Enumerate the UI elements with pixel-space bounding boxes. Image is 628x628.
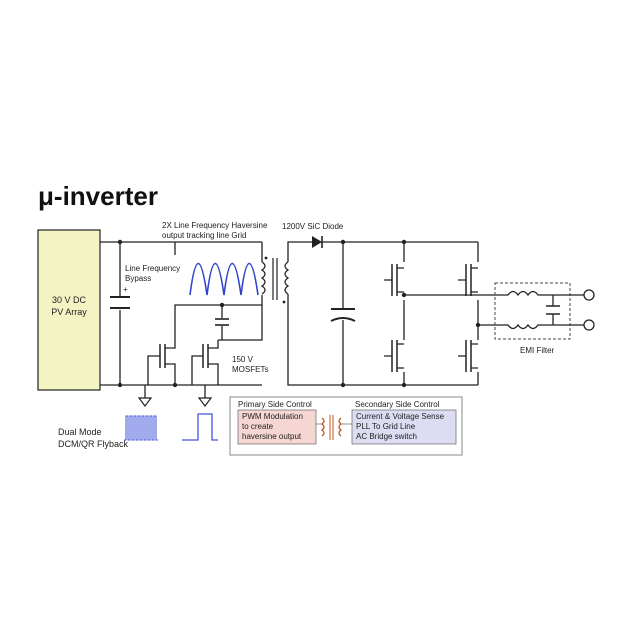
bridge-mosfet-3	[458, 264, 478, 296]
junction-dot	[219, 302, 225, 308]
primary-control-title: Primary Side Control	[238, 400, 312, 409]
haversine-waveform	[189, 262, 259, 296]
bridge-mosfet-4	[458, 340, 478, 372]
primary-wiring	[100, 241, 263, 398]
junction-dot	[340, 239, 346, 245]
sic-diode	[312, 236, 323, 248]
junction-dot	[401, 292, 407, 298]
page-title: μ-inverter	[38, 181, 158, 211]
mosfets-label-1: 150 V	[232, 355, 254, 364]
plus-sign: +	[123, 285, 128, 294]
mosfets-label-2: MOSFETs	[232, 365, 268, 374]
emi-filter-inductors	[498, 290, 570, 330]
mode-label-1: Dual Mode	[58, 427, 102, 437]
qr-pulse	[182, 413, 218, 441]
primary-control-line: to create	[242, 422, 274, 431]
flyback-transformer	[260, 256, 290, 304]
dcm-pulse-train	[124, 415, 158, 441]
bridge-mosfet-2	[384, 340, 404, 372]
ground-arrow-2	[197, 397, 213, 407]
bypass-capacitor	[110, 296, 130, 309]
secondary-control-line: PLL To Grid Line	[356, 422, 416, 431]
junction-dot	[172, 382, 178, 388]
junction-dot	[401, 382, 407, 388]
mosfet-primary-2	[191, 340, 219, 385]
isolation-transformer-icon	[316, 415, 352, 440]
snubber-capacitor	[215, 318, 229, 326]
junction-dot	[117, 382, 123, 388]
emi-filter-box	[494, 282, 571, 340]
mode-label-2: DCM/QR Flyback	[58, 439, 129, 449]
bypass-label-1: Line Frequency	[125, 264, 180, 273]
bypass-label-2: Bypass	[125, 274, 151, 283]
junction-dot	[401, 239, 407, 245]
junction-dot	[475, 322, 481, 328]
haversine-label-1: 2X Line Frequency Haversine	[162, 221, 268, 230]
ground-arrow-1	[137, 397, 153, 407]
pv-array-label-2: PV Array	[51, 307, 87, 317]
primary-control-line: PWM Modulation	[242, 412, 303, 421]
secondary-control-line: Current & Voltage Sense	[356, 412, 445, 421]
junction-dot	[340, 382, 346, 388]
secondary-control-line: AC Bridge switch	[356, 432, 417, 441]
bridge-mosfet-1	[384, 264, 404, 296]
pv-array-label-1: 30 V DC	[52, 295, 87, 305]
diode-label: 1200V SiC Diode	[282, 222, 344, 231]
primary-control-line: haversine output	[242, 432, 302, 441]
haversine-label-2: output tracking line Grid	[162, 231, 247, 240]
secondary-wiring	[287, 241, 498, 386]
secondary-control-box	[351, 409, 457, 445]
grid-terminal-2	[583, 319, 595, 331]
secondary-control-title: Secondary Side Control	[355, 400, 440, 409]
dc-link-capacitor	[330, 308, 356, 322]
grid-terminal-1	[583, 289, 595, 301]
mosfet-primary-1	[147, 340, 176, 385]
emi-filter-label: EMI Filter	[520, 346, 555, 355]
junction-dot	[117, 239, 123, 245]
control-box	[229, 396, 463, 456]
pv-array-block	[37, 229, 101, 391]
primary-control-box	[237, 409, 317, 445]
